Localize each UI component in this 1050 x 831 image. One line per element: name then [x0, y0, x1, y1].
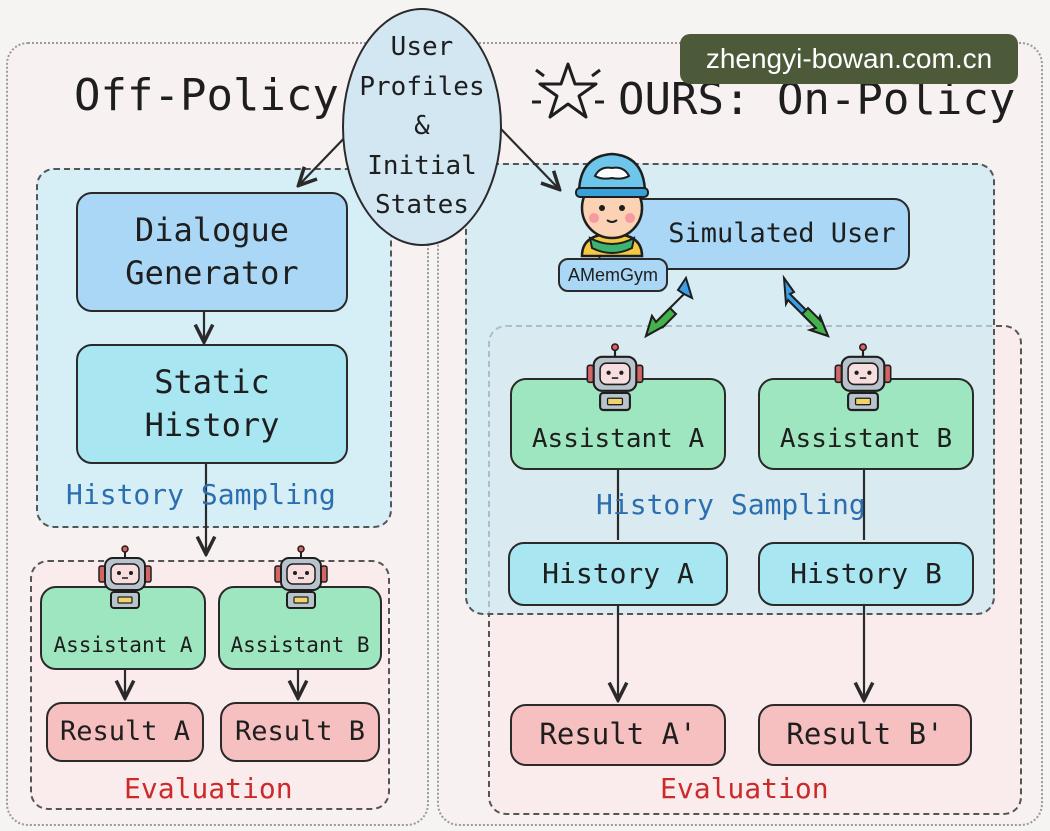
robot-icon: [834, 343, 892, 412]
watermark: zhengyi-bowan.com.cn: [680, 34, 1018, 84]
left-result-b-box: Result B: [220, 702, 380, 762]
right-history-sampling-label: History Sampling: [596, 488, 866, 521]
bidirectional-arrow-icon: [782, 274, 830, 338]
static-history-box: Static History: [76, 344, 348, 464]
right-result-b-box: Result B': [758, 704, 972, 766]
dialogue-generator-box: Dialogue Generator: [76, 192, 348, 312]
user-profiles-ellipse: User Profiles & Initial States: [342, 8, 502, 246]
left-history-sampling-label: History Sampling: [66, 478, 336, 511]
left-evaluation-label: Evaluation: [124, 772, 293, 805]
history-b-box: History B: [758, 542, 974, 606]
right-result-a-box: Result A': [510, 704, 726, 766]
star-icon: [532, 62, 604, 119]
user-avatar-icon: [575, 152, 649, 258]
right-evaluation-label: Evaluation: [660, 772, 829, 805]
amemgym-badge: AMemGym: [558, 258, 668, 292]
off-policy-title: Off-Policy: [74, 70, 339, 121]
robot-icon: [98, 545, 152, 609]
left-result-a-box: Result A: [46, 702, 204, 762]
robot-icon: [586, 343, 644, 412]
robot-icon: [274, 545, 328, 609]
history-a-box: History A: [508, 542, 728, 606]
bidirectional-arrow-icon: [644, 275, 694, 339]
